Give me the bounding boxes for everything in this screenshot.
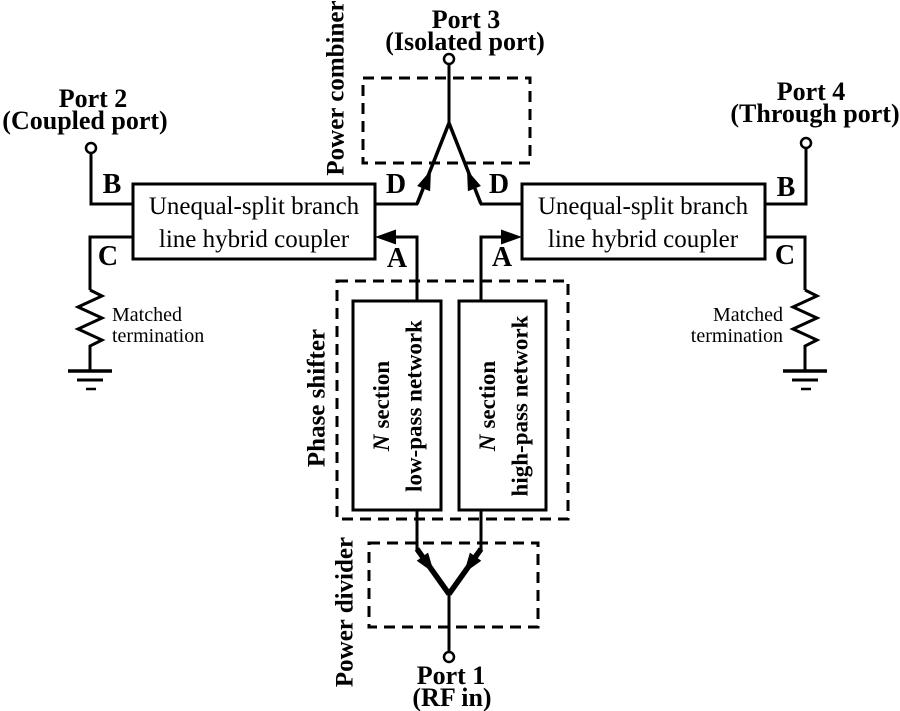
coupler-left-box [131, 182, 377, 261]
wire-highpass-to-coupler-a [479, 235, 504, 301]
ground-right [783, 369, 827, 391]
highpass-section-word: section [475, 361, 500, 429]
lowpass-section-word: section [369, 361, 394, 429]
port-letter-c-right: C [775, 240, 795, 271]
port4-sublabel: (Through port) [730, 99, 899, 128]
port1-terminal [442, 650, 456, 664]
port2-sublabel: (Coupled port) [2, 106, 167, 135]
port-letter-a-right: A [492, 242, 513, 273]
ground-left [68, 369, 112, 391]
highpass-text-line2: high-pass network [508, 315, 533, 496]
coupler-right-text-line1: Unequal-split branch [538, 193, 749, 220]
power-divider-label: Power divider [332, 537, 359, 687]
wire-port2-to-coupler-b [89, 153, 133, 206]
phase-shifter-label: Phase shifter [304, 329, 331, 467]
matched-termination-right-line2: termination [691, 325, 783, 347]
matched-termination-left-line1: Matched [112, 304, 182, 326]
arrowhead-a-left [375, 229, 396, 245]
phase-shifter-dashed-box [335, 279, 570, 521]
coupler-left-text-line2: line hybrid coupler [159, 226, 350, 253]
port2-terminal [84, 141, 98, 155]
port3-terminal [442, 52, 456, 66]
power-combiner-label: Power combiner [323, 0, 350, 175]
port3-sublabel: (Isolated port) [385, 27, 545, 56]
arrowhead-combiner-right [467, 170, 481, 192]
arrowhead-divider-left [416, 552, 434, 573]
port4-label: Port 4 [777, 77, 846, 106]
port1-sublabel: (RF in) [412, 683, 491, 711]
coupler-right-box [520, 182, 767, 261]
arrowhead-a-right [501, 229, 522, 245]
port1-label: Port 1 [417, 661, 486, 690]
lowpass-n-symbol: N [369, 433, 394, 452]
combiner-leg-left [415, 122, 451, 205]
port-letter-c-left: C [98, 241, 118, 272]
port2-label: Port 2 [59, 84, 128, 113]
combiner-leg-right [447, 122, 483, 205]
port-letter-d-left: D [386, 169, 406, 200]
lowpass-text-line1: Nsection [369, 361, 394, 453]
port4-terminal [799, 136, 813, 150]
highpass-network-box [457, 299, 548, 512]
wire-port4-to-coupler-b [765, 148, 808, 206]
arrowhead-divider-right [464, 552, 482, 573]
port3-label: Port 3 [432, 5, 501, 34]
resistor-right [789, 288, 821, 371]
highpass-text-line1: Nsection [475, 361, 500, 453]
matched-termination-left-line2: termination [112, 325, 204, 347]
lowpass-network-box [351, 299, 443, 512]
arrowhead-combiner-left [417, 170, 431, 192]
power-combiner-dashed-box [361, 76, 532, 165]
matched-termination-right-line1: Matched [713, 304, 783, 326]
port-letter-b-right: B [777, 172, 796, 203]
wire-coupler-c-right [765, 235, 807, 290]
wire-coupler-c-left [88, 235, 133, 290]
port-letter-d-right: D [489, 169, 509, 200]
highpass-n-symbol: N [475, 433, 500, 452]
coupler-left-text-line1: Unequal-split branch [149, 193, 360, 220]
port-letter-b-left: B [103, 169, 122, 200]
lowpass-text-line2: low-pass network [402, 320, 427, 492]
port-letter-a-left: A [387, 243, 408, 274]
wire-lowpass-to-coupler-a [394, 235, 419, 301]
coupler-right-text-line2: line hybrid coupler [548, 226, 739, 253]
resistor-left [74, 288, 106, 371]
